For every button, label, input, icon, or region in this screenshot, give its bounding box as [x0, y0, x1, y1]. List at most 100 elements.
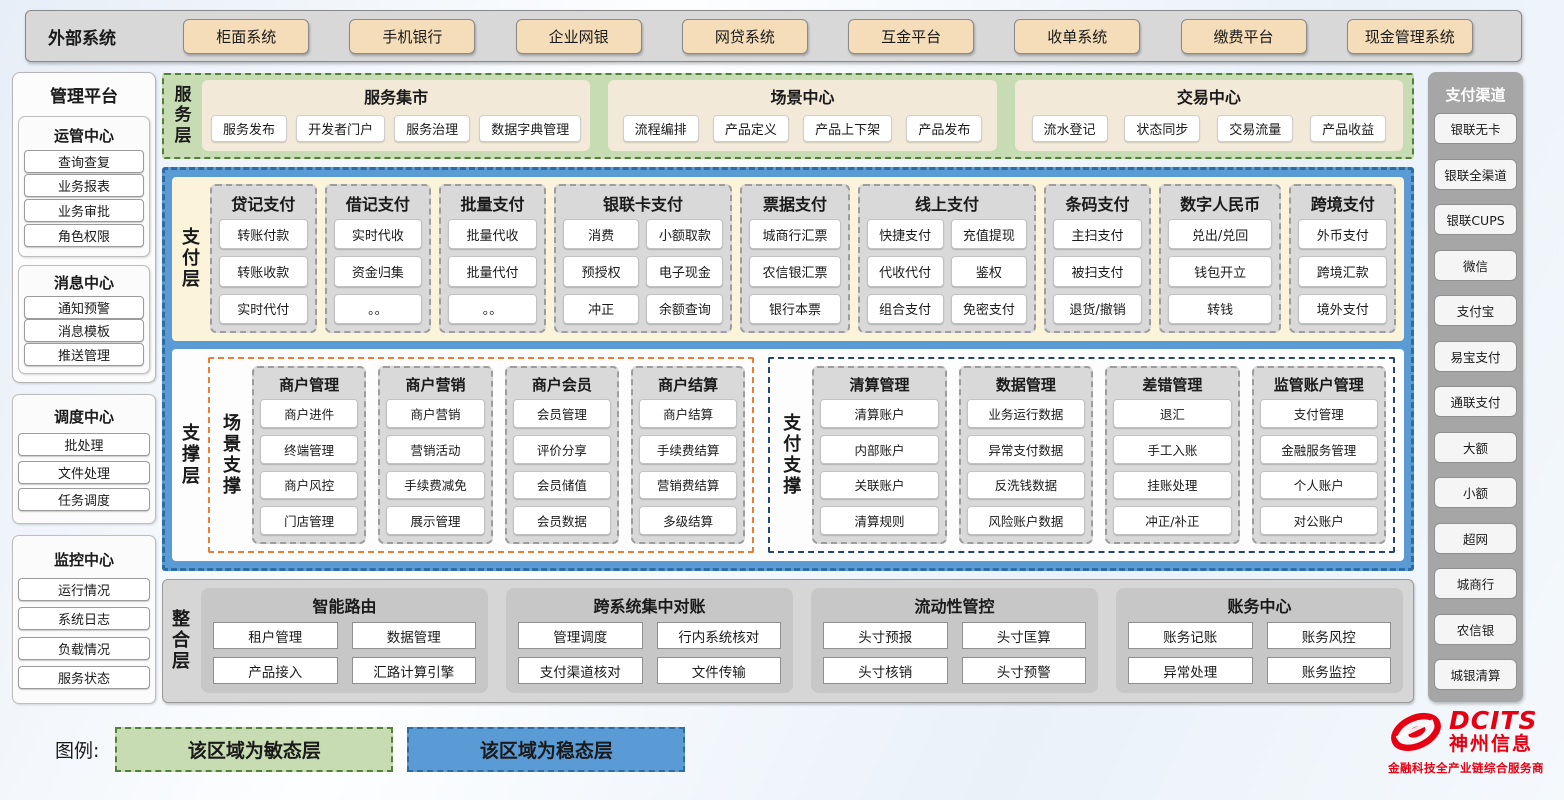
payment-channel-button[interactable]: 支付宝	[1434, 295, 1517, 326]
payment-item-button[interactable]: 充值提现	[950, 219, 1028, 250]
payment-channel-button[interactable]: 农信银	[1434, 613, 1517, 645]
payment-item-button[interactable]: 。。	[448, 293, 537, 324]
integration-item-button[interactable]: 文件传输	[656, 657, 781, 684]
support-item-button[interactable]: 展示管理	[386, 506, 485, 535]
payment-item-button[interactable]: 批量代收	[448, 219, 537, 250]
support-item-button[interactable]: 多级结算	[638, 506, 738, 535]
support-item-button[interactable]: 支付管理	[1259, 399, 1378, 428]
integration-item-button[interactable]: 支付渠道核对	[518, 657, 643, 684]
management-item-button[interactable]: 负载情况	[18, 636, 150, 660]
service-item-button[interactable]: 流程编排	[622, 114, 699, 142]
support-item-button[interactable]: 金融服务管理	[1259, 434, 1378, 464]
service-item-button[interactable]: 产品发布	[906, 114, 983, 142]
support-item-button[interactable]: 风险账户数据	[966, 506, 1086, 535]
payment-channel-button[interactable]: 微信	[1434, 249, 1517, 281]
payment-item-button[interactable]: 组合支付	[866, 293, 944, 324]
service-item-button[interactable]: 服务发布	[211, 114, 288, 142]
support-item-button[interactable]: 终端管理	[260, 434, 359, 464]
payment-channel-button[interactable]: 城银清算	[1434, 659, 1517, 690]
support-item-button[interactable]: 营销活动	[386, 434, 485, 464]
payment-item-button[interactable]: 冲正	[562, 293, 640, 324]
integration-item-button[interactable]: 账务风控	[1266, 622, 1391, 649]
management-item-button[interactable]: 批处理	[18, 433, 150, 457]
support-item-button[interactable]: 门店管理	[260, 506, 359, 535]
payment-item-button[interactable]: 批量代付	[448, 256, 537, 287]
support-item-button[interactable]: 会员数据	[512, 506, 611, 535]
payment-item-button[interactable]: 转账付款	[219, 219, 308, 250]
support-item-button[interactable]: 退汇	[1113, 399, 1232, 428]
support-item-button[interactable]: 冲正/补正	[1113, 506, 1232, 535]
support-item-button[interactable]: 评价分享	[512, 434, 611, 464]
management-item-button[interactable]: 消息模板	[24, 319, 144, 343]
service-item-button[interactable]: 产品收益	[1310, 114, 1387, 142]
integration-item-button[interactable]: 账务监控	[1266, 657, 1391, 684]
payment-item-button[interactable]: 免密支付	[950, 293, 1028, 324]
support-item-button[interactable]: 手续费结算	[638, 434, 738, 464]
payment-item-button[interactable]: 代收代付	[866, 256, 944, 287]
payment-item-button[interactable]: 资金归集	[333, 256, 423, 287]
payment-channel-button[interactable]: 小额	[1434, 477, 1517, 508]
payment-item-button[interactable]: 转钱	[1167, 293, 1273, 324]
payment-item-button[interactable]: 快捷支付	[866, 219, 944, 250]
payment-item-button[interactable]: 银行本票	[749, 293, 841, 324]
support-item-button[interactable]: 商户营销	[386, 399, 485, 428]
external-system-button[interactable]: 手机银行	[349, 18, 476, 54]
support-item-button[interactable]: 营销费结算	[638, 470, 738, 500]
support-item-button[interactable]: 商户结算	[638, 399, 738, 428]
payment-item-button[interactable]: 兑出/兑回	[1167, 219, 1273, 250]
management-item-button[interactable]: 推送管理	[24, 342, 144, 366]
payment-item-button[interactable]: 消费	[562, 219, 640, 250]
payment-item-button[interactable]: 跨境汇款	[1298, 256, 1387, 287]
management-item-button[interactable]: 任务调度	[18, 488, 150, 512]
support-item-button[interactable]: 会员管理	[512, 399, 611, 428]
external-system-button[interactable]: 缴费平台	[1180, 18, 1307, 54]
integration-item-button[interactable]: 行内系统核对	[656, 622, 781, 649]
management-item-button[interactable]: 系统日志	[18, 607, 150, 631]
payment-item-button[interactable]: 农信银汇票	[749, 256, 841, 287]
support-item-button[interactable]: 个人账户	[1259, 470, 1378, 500]
payment-item-button[interactable]: 实时代收	[333, 219, 423, 250]
integration-item-button[interactable]: 头寸预报	[823, 622, 948, 649]
integration-item-button[interactable]: 管理调度	[518, 622, 643, 649]
service-item-button[interactable]: 流水登记	[1031, 114, 1108, 142]
payment-item-button[interactable]: 城商行汇票	[749, 219, 841, 250]
external-system-button[interactable]: 互金平台	[848, 18, 975, 54]
payment-channel-button[interactable]: 城商行	[1434, 568, 1517, 599]
support-item-button[interactable]: 挂账处理	[1113, 470, 1232, 500]
support-item-button[interactable]: 异常支付数据	[966, 434, 1086, 464]
payment-item-button[interactable]: 钱包开立	[1167, 256, 1273, 287]
payment-item-button[interactable]: 余额查询	[646, 293, 724, 324]
management-item-button[interactable]: 业务报表	[24, 174, 144, 198]
support-item-button[interactable]: 商户进件	[260, 399, 359, 428]
support-item-button[interactable]: 手工入账	[1113, 434, 1232, 464]
service-item-button[interactable]: 状态同步	[1124, 114, 1201, 142]
external-system-button[interactable]: 柜面系统	[183, 18, 310, 54]
service-item-button[interactable]: 交易流量	[1217, 114, 1294, 142]
support-item-button[interactable]: 清算账户	[820, 399, 939, 428]
payment-channel-button[interactable]: 银联全渠道	[1434, 158, 1517, 190]
management-item-button[interactable]: 通知预警	[24, 295, 144, 319]
payment-item-button[interactable]: 境外支付	[1298, 293, 1387, 324]
integration-item-button[interactable]: 头寸匡算	[961, 622, 1086, 649]
payment-item-button[interactable]: 预授权	[562, 256, 640, 287]
payment-item-button[interactable]: 小额取款	[646, 219, 724, 250]
payment-item-button[interactable]: 。。	[333, 293, 423, 324]
payment-item-button[interactable]: 退货/撤销	[1053, 293, 1142, 324]
service-item-button[interactable]: 产品上下架	[803, 114, 893, 142]
payment-item-button[interactable]: 外币支付	[1298, 219, 1387, 250]
integration-item-button[interactable]: 头寸核销	[823, 657, 948, 684]
support-item-button[interactable]: 商户风控	[260, 470, 359, 500]
management-item-button[interactable]: 角色权限	[24, 224, 144, 248]
support-item-button[interactable]: 内部账户	[820, 434, 939, 464]
payment-channel-button[interactable]: 银联CUPS	[1434, 204, 1517, 235]
external-system-button[interactable]: 现金管理系统	[1346, 18, 1473, 54]
payment-item-button[interactable]: 电子现金	[646, 256, 724, 287]
integration-item-button[interactable]: 头寸预警	[961, 657, 1086, 684]
service-item-button[interactable]: 产品定义	[712, 114, 789, 142]
management-item-button[interactable]: 业务审批	[24, 199, 144, 223]
integration-item-button[interactable]: 汇路计算引擎	[351, 657, 476, 684]
support-item-button[interactable]: 对公账户	[1259, 506, 1378, 535]
payment-item-button[interactable]: 实时代付	[219, 293, 308, 324]
integration-item-button[interactable]: 异常处理	[1128, 657, 1253, 684]
external-system-button[interactable]: 企业网银	[515, 18, 642, 54]
